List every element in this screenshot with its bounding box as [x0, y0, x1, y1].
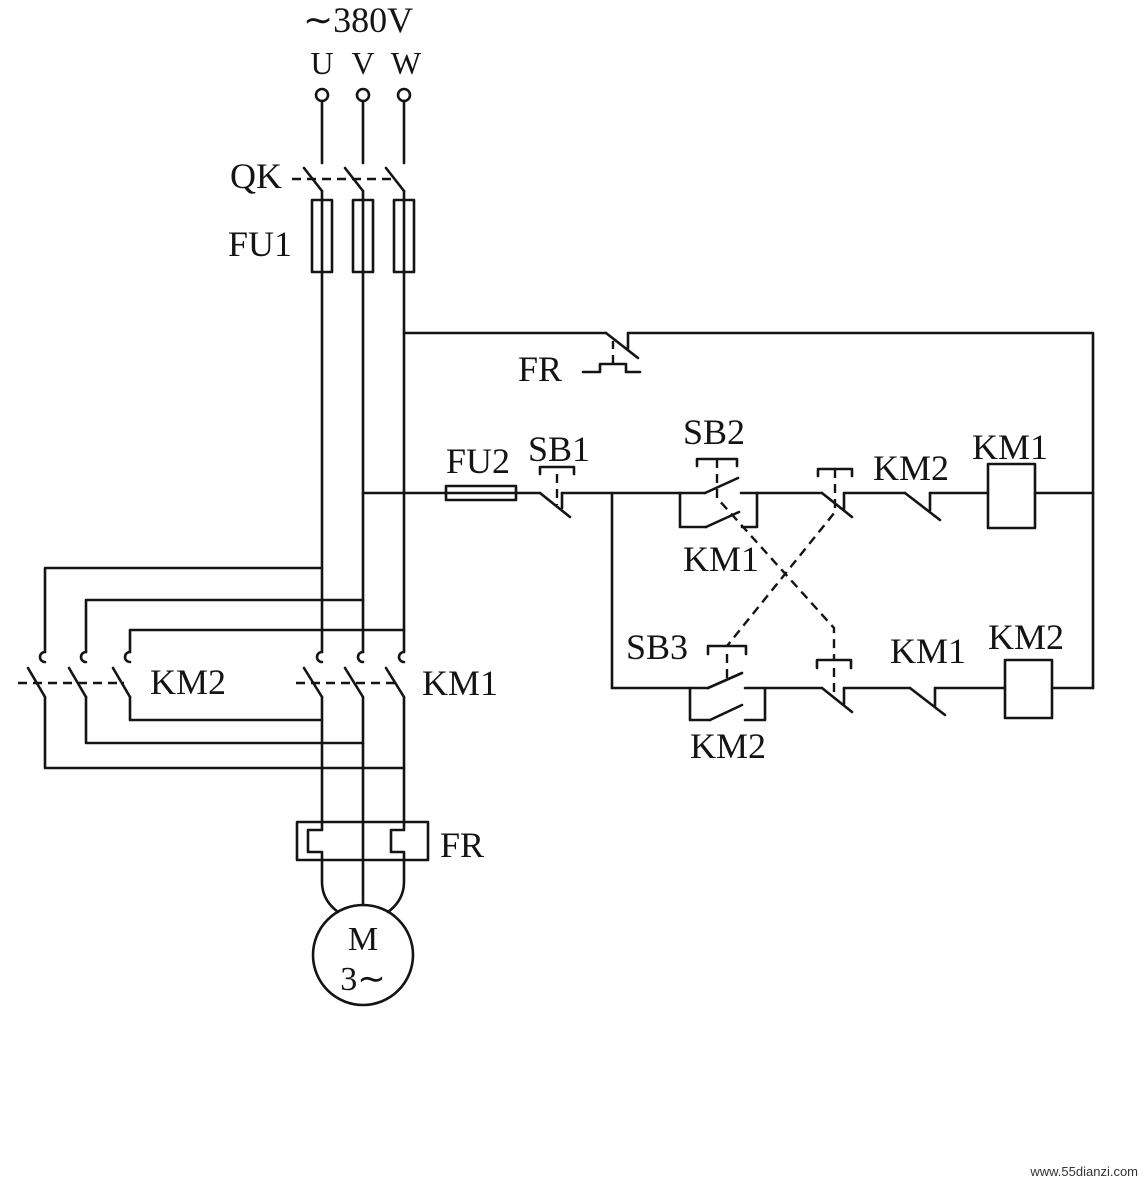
km2-branch-inner-bottom	[128, 695, 324, 722]
button-sb3-label: SB3	[626, 627, 688, 667]
motor: M 3∼	[311, 903, 415, 1007]
km2-hold-loop-right	[743, 686, 767, 722]
motor-symbol: M	[348, 921, 378, 958]
phase-label-u: U	[310, 45, 333, 81]
button-sb2-label: SB2	[683, 412, 745, 452]
motor-rating: 3∼	[340, 961, 386, 998]
km2-hold-contact-blade	[708, 703, 744, 722]
control-top-wire-right	[626, 331, 1095, 690]
button-sb3-actuator	[706, 644, 748, 656]
km1-contact-v-fixed	[356, 650, 365, 664]
coil-km1-label: KM1	[972, 427, 1048, 467]
button-sb2-linkage	[715, 459, 836, 660]
km1-hold-contact-blade	[704, 510, 741, 529]
control-fr-contact: FR	[402, 331, 1095, 690]
button-sb3-no-blade	[706, 671, 744, 690]
wire-u-lower	[306, 695, 340, 914]
fr-thermal-actuator	[581, 362, 642, 374]
thermal-relay-fr: FR	[295, 695, 484, 914]
km2-hold-loop-left	[688, 686, 712, 722]
switch-qk: QK	[230, 99, 406, 196]
km1-hold-contact-label: KM1	[683, 539, 759, 579]
terminal-v	[355, 87, 371, 103]
supply-voltage-label: ∼380V	[303, 0, 413, 40]
sb2-nc-contact-actuator	[815, 658, 853, 670]
km2-contact-inner-blade	[111, 666, 132, 699]
watermark: www.55dianzi.com	[1029, 1164, 1138, 1179]
supply: ∼380V U V W	[303, 0, 422, 103]
km2-contact-outer-fixed	[38, 650, 47, 664]
fuse-fu2-label: FU2	[446, 441, 510, 481]
km1-contact-v-blade	[343, 666, 365, 699]
km1-contact-u-fixed	[315, 650, 324, 664]
km2-contact-inner-fixed	[123, 650, 132, 664]
contactor-km2-main-contacts: KM2	[18, 566, 406, 770]
button-sb2-no-blade	[703, 476, 740, 495]
km1-hold-loop-left	[678, 491, 708, 529]
km2-interlock-contact-label: KM2	[873, 448, 949, 488]
contactor-km1-main-contacts: KM1	[296, 650, 498, 703]
coil-km1	[986, 462, 1037, 530]
coil-km2	[1003, 658, 1054, 720]
switch-qk-label: QK	[230, 156, 282, 196]
sb2-nc-contact-blade	[820, 686, 854, 714]
fr-contact-blade	[604, 331, 640, 360]
km2-branch-inner-top	[128, 628, 406, 654]
button-sb3-linkage	[726, 469, 837, 647]
switch-qk-blade-w	[384, 166, 406, 193]
button-sb1-actuator	[538, 465, 576, 476]
button-sb1-label: SB1	[528, 429, 590, 469]
km1-interlock-contact-label: KM1	[890, 631, 966, 671]
button-sb1-blade	[538, 491, 572, 519]
km2-branch-outer-bottom	[43, 695, 406, 770]
control-fr-label: FR	[518, 349, 562, 389]
km1-interlock-contact-blade	[908, 686, 947, 717]
contactor-km1-main-label: KM1	[422, 663, 498, 703]
km2-hold-contact-label: KM2	[690, 726, 766, 766]
km2-branch-middle-bottom	[84, 695, 365, 745]
coil-km2-label: KM2	[988, 617, 1064, 657]
km1-contact-w-fixed	[397, 650, 406, 664]
phase-lines	[320, 189, 406, 654]
km2-interlock-contact-blade	[903, 491, 942, 522]
km2-contact-middle-blade	[67, 666, 88, 699]
motor-circle	[311, 903, 415, 1007]
km2-contact-middle-fixed	[79, 650, 88, 664]
km2-branch-outer-top	[43, 566, 324, 654]
fuse-fu1-label: FU1	[228, 224, 292, 264]
thermal-relay-fr-label: FR	[440, 825, 484, 865]
wire-w-lower	[386, 695, 406, 914]
contactor-km2-main-label: KM2	[150, 662, 226, 702]
terminal-w	[396, 87, 412, 103]
terminal-u	[314, 87, 330, 103]
phase-label-w: W	[391, 45, 422, 81]
sb3-nc-contact-blade	[820, 491, 854, 519]
km1-hold-loop-right	[740, 491, 759, 529]
km2-branch-middle-top	[84, 598, 365, 654]
control-row-km2: SB3 KM2 KM1 KM2	[610, 617, 1095, 766]
phase-label-v: V	[351, 45, 374, 81]
control-row-km1: FU2 SB1 SB2 KM1 KM2 KM1	[361, 412, 1095, 690]
